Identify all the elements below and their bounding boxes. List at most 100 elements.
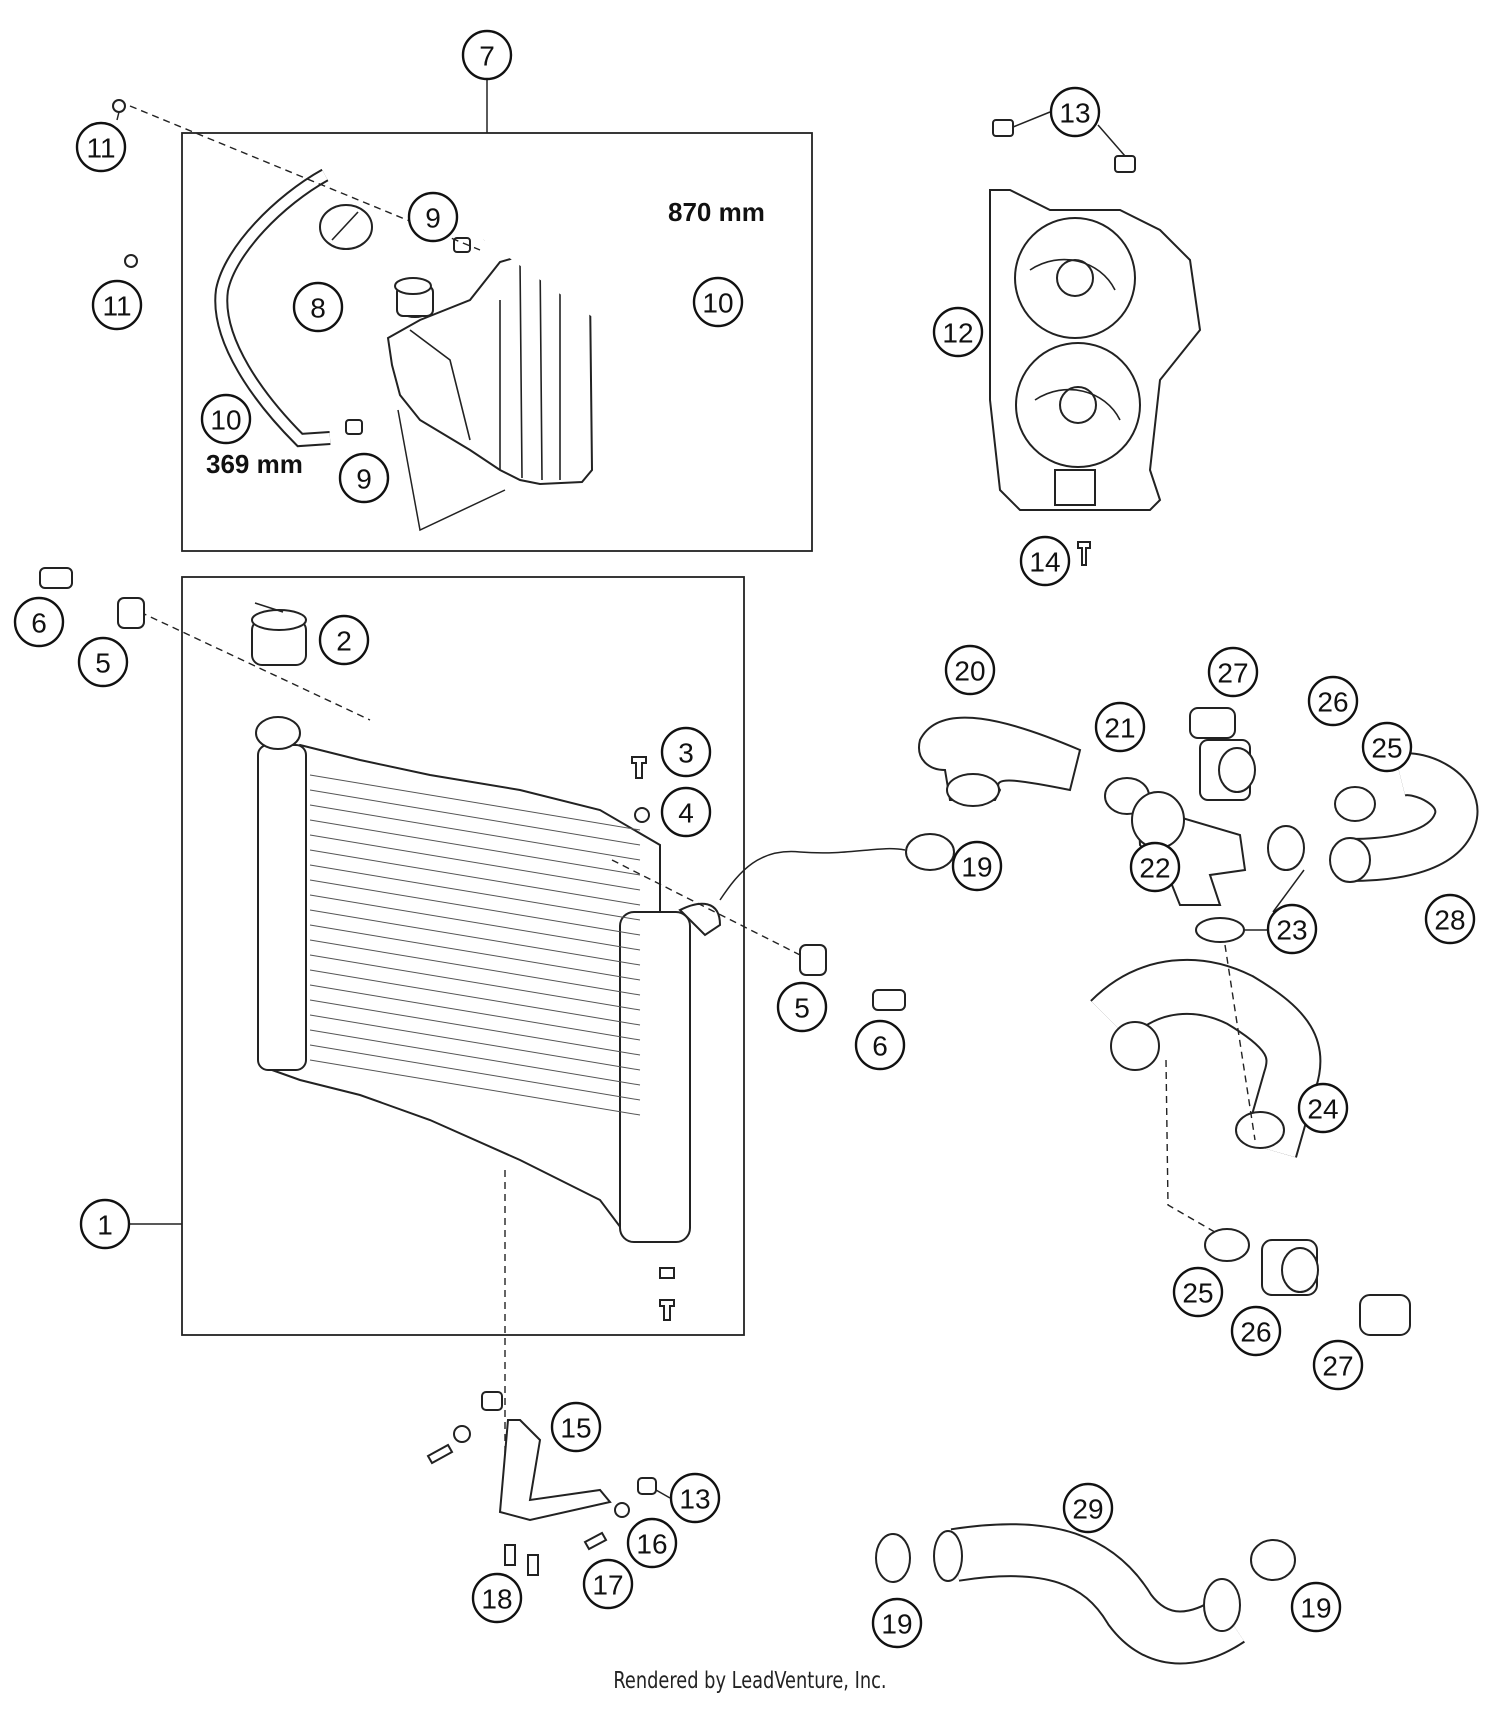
thermostat-housing	[1199, 739, 1256, 801]
hose-clip	[345, 419, 363, 435]
callout-number: 8	[310, 293, 326, 324]
callout-9: 9	[407, 191, 459, 243]
radiator-assembly-box	[181, 576, 745, 1336]
callout-9: 9	[338, 452, 390, 504]
callout-number: 10	[210, 405, 241, 436]
callout-19: 19	[871, 1597, 923, 1649]
callout-number: 22	[1139, 853, 1170, 884]
thermostat-housing	[1261, 1239, 1319, 1296]
radiator	[255, 716, 722, 1243]
tank-cap	[319, 204, 373, 250]
callout-14: 14	[1019, 535, 1071, 587]
hose-long	[479, 194, 787, 450]
callout-29: 29	[1062, 1482, 1114, 1534]
callout-number: 5	[95, 648, 111, 679]
callout-circle	[1307, 675, 1359, 727]
screw	[504, 1544, 516, 1566]
callout-number: 21	[1104, 713, 1135, 744]
dimension-short-hose: 369 mm	[206, 449, 303, 479]
hose-clamp	[1250, 1539, 1296, 1581]
hose-clamp	[1204, 1228, 1250, 1262]
callout-circle	[1129, 841, 1181, 893]
fan-shroud	[989, 189, 1202, 511]
callout-21: 21	[1094, 701, 1146, 753]
callout-11: 11	[91, 279, 143, 331]
dimension-long-hose: 870 mm	[668, 197, 765, 227]
callout-circle	[854, 1019, 906, 1071]
callout-13: 13	[1049, 86, 1101, 138]
callout-26: 26	[1307, 675, 1359, 727]
callout-circle	[582, 1558, 634, 1610]
grommet	[799, 944, 827, 976]
callout-circle	[626, 1517, 678, 1569]
callout-circle	[338, 452, 390, 504]
screw	[527, 1554, 539, 1576]
callout-circle	[1312, 1339, 1364, 1391]
callout-number: 24	[1307, 1094, 1338, 1125]
callout-11: 11	[75, 121, 127, 173]
callout-circle	[1297, 1082, 1349, 1134]
callout-number: 5	[794, 993, 810, 1024]
callout-number: 4	[678, 798, 694, 829]
callout-number: 9	[425, 203, 441, 234]
hose-clamp	[905, 833, 955, 871]
callout-circle	[1290, 1581, 1342, 1633]
callout-24: 24	[1297, 1082, 1349, 1134]
callout-10: 10	[692, 276, 744, 328]
callout-number: 17	[592, 1570, 623, 1601]
callout-circle	[669, 1472, 721, 1524]
thermostat	[1359, 1294, 1411, 1336]
callout-25: 25	[1172, 1266, 1224, 1318]
callout-8: 8	[292, 281, 344, 333]
screw	[659, 1299, 675, 1321]
callout-circle	[951, 840, 1003, 892]
callout-19: 19	[1290, 1581, 1342, 1633]
callout-circle	[407, 191, 459, 243]
screw	[112, 99, 126, 113]
hose-clamp	[875, 1533, 911, 1583]
callout-number: 6	[872, 1031, 888, 1062]
callout-circle	[1207, 646, 1259, 698]
callout-12: 12	[932, 306, 984, 358]
callout-circle	[461, 29, 513, 81]
callout-circle	[1062, 1482, 1114, 1534]
callout-number: 26	[1317, 687, 1348, 718]
callout-number: 16	[636, 1529, 667, 1560]
callout-number: 19	[961, 852, 992, 883]
screw	[583, 1531, 608, 1551]
callout-25: 25	[1361, 721, 1413, 773]
callout-number: 13	[679, 1484, 710, 1515]
callout-circle	[292, 281, 344, 333]
callout-circle	[1361, 721, 1413, 773]
callout-circle	[1049, 86, 1101, 138]
radiator-cap	[251, 602, 307, 666]
callout-circle	[77, 636, 129, 688]
grommet	[117, 597, 145, 629]
callout-circle	[932, 306, 984, 358]
callout-circle	[692, 276, 744, 328]
callout-circle	[1172, 1266, 1224, 1318]
callout-number: 7	[479, 41, 495, 72]
render-credit: Rendered by LeadVenture, Inc.	[613, 1668, 887, 1694]
callout-circle	[91, 279, 143, 331]
callout-16: 16	[626, 1517, 678, 1569]
bushing	[39, 567, 73, 589]
callout-circle	[1019, 535, 1071, 587]
washer	[453, 1425, 471, 1443]
callout-circle	[550, 1401, 602, 1453]
callout-circle	[776, 981, 828, 1033]
callout-number: 28	[1434, 905, 1465, 936]
callout-number: 10	[702, 288, 733, 319]
thermostat	[1189, 707, 1236, 739]
callout-26: 26	[1230, 1305, 1282, 1357]
callout-13: 13	[669, 1472, 721, 1524]
callout-number: 2	[336, 626, 352, 657]
callout-23: 23	[1266, 903, 1318, 955]
callout-27: 27	[1312, 1339, 1364, 1391]
bushing	[872, 989, 906, 1011]
callout-number: 14	[1029, 547, 1060, 578]
callout-28: 28	[1424, 893, 1476, 945]
callout-circle	[1094, 701, 1146, 753]
callout-7: 7	[461, 29, 513, 81]
screw	[1077, 541, 1091, 566]
